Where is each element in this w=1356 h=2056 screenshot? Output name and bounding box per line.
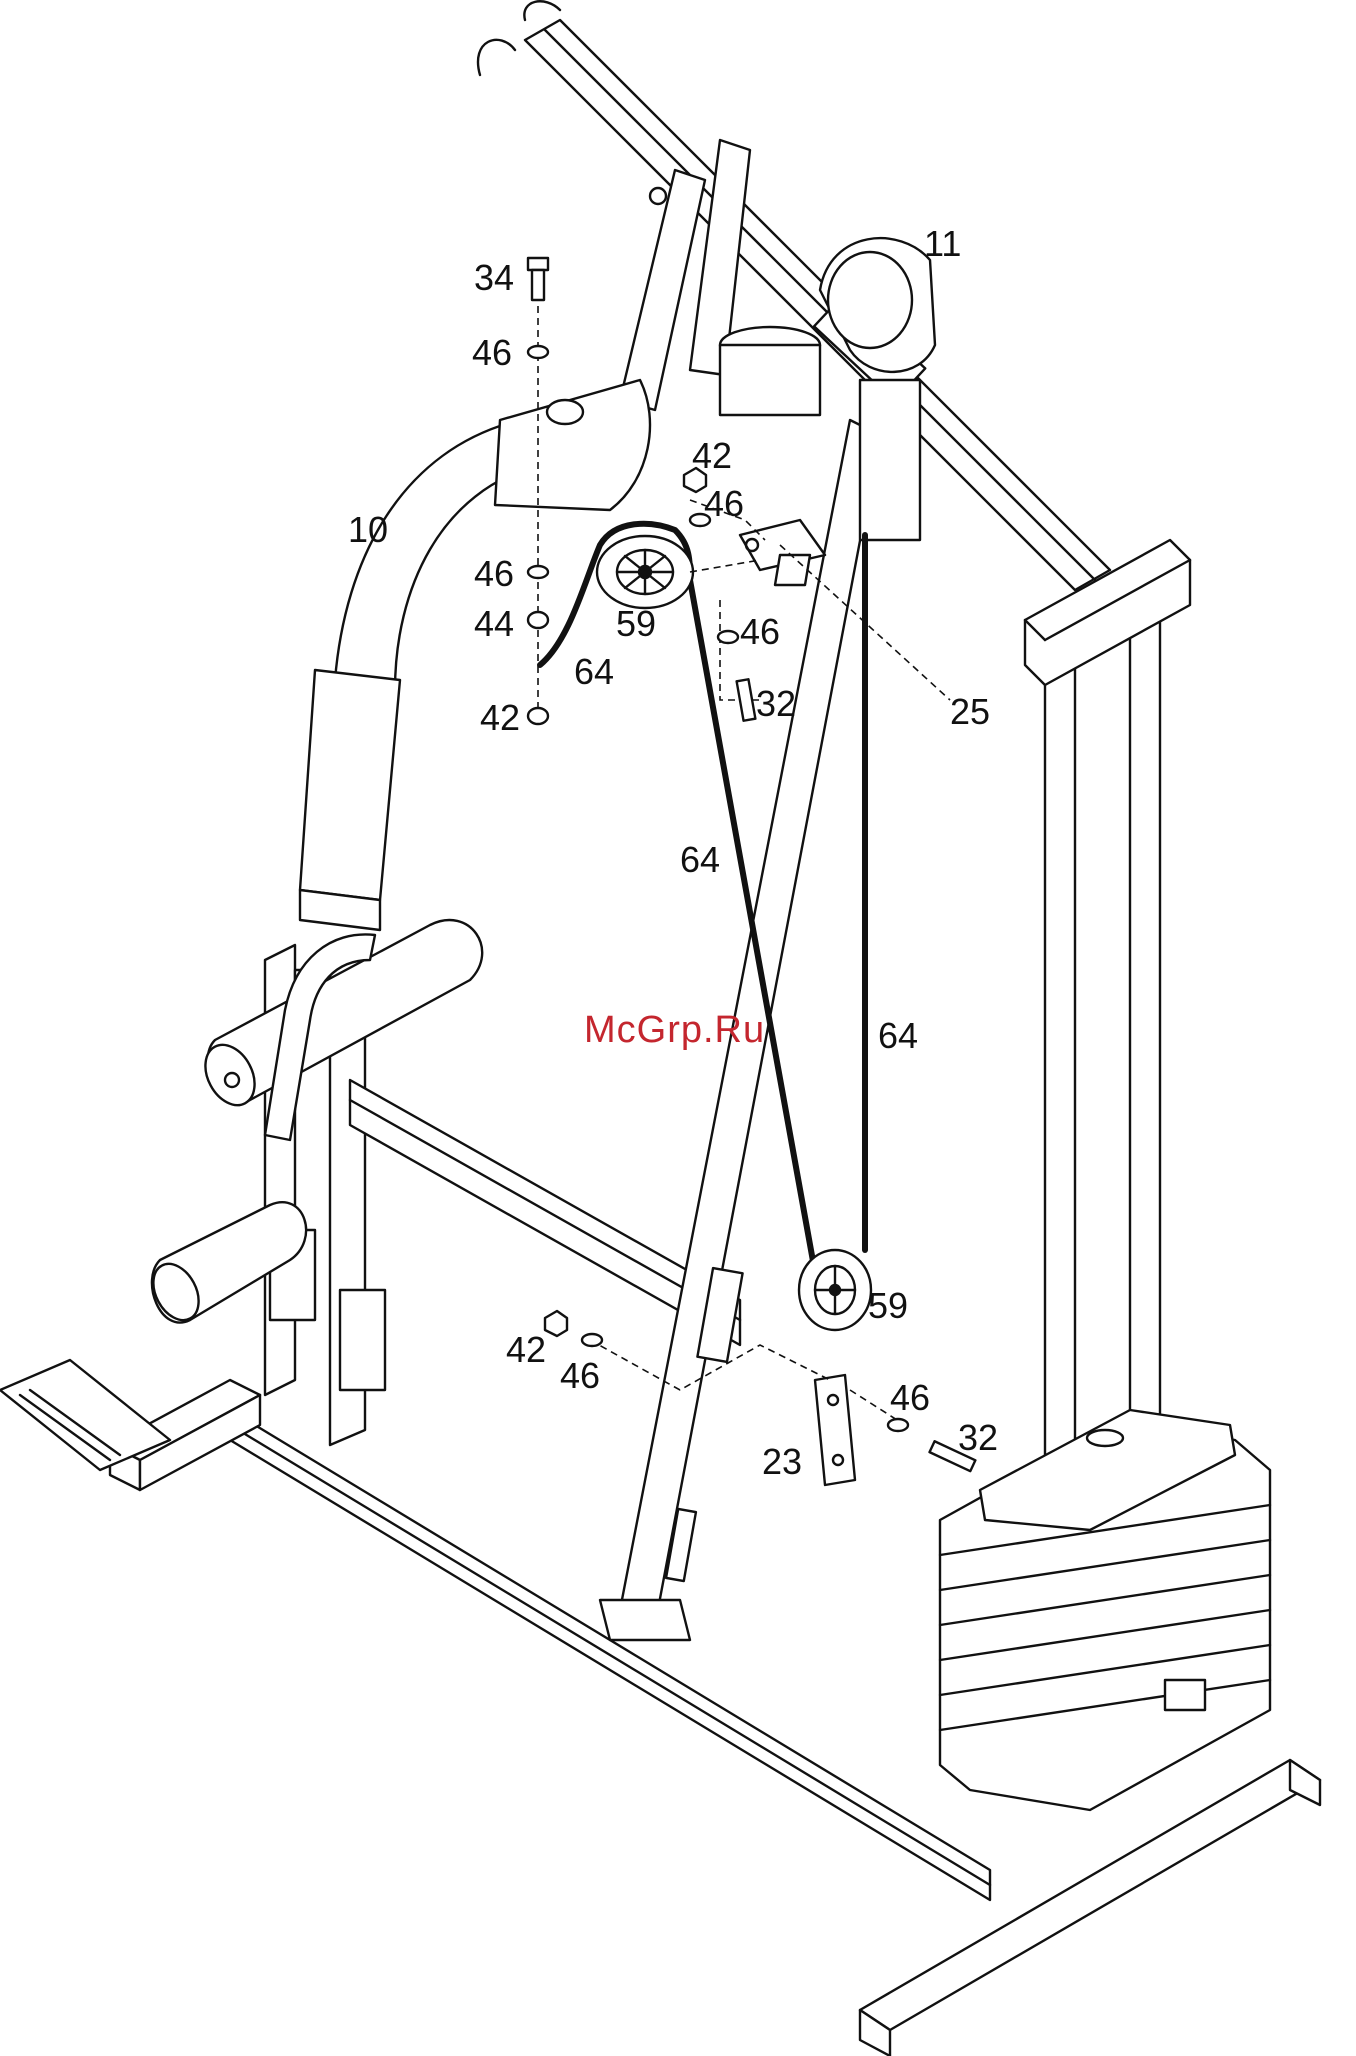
washer-46-mid: [528, 566, 548, 578]
pulley-bracket: [740, 520, 825, 585]
callout-59-bottom: 59: [868, 1285, 908, 1326]
callout-46-mid: 46: [474, 553, 514, 594]
callout-11: 11: [924, 223, 961, 264]
callout-46-bracket: 46: [704, 483, 744, 524]
callout-25: 25: [950, 691, 990, 732]
pulley-top: [597, 536, 693, 608]
pulley-bottom: [799, 1250, 871, 1330]
bolt-34: [528, 258, 548, 300]
bolt-32-top: [737, 679, 756, 720]
weight-stack: [940, 1410, 1270, 1810]
callout-46-bottom-left: 46: [560, 1355, 600, 1396]
callout-23: 23: [762, 1441, 802, 1482]
callout-46-right: 46: [740, 611, 780, 652]
callout-42-bottom: 42: [506, 1329, 546, 1370]
callout-64-mid: 64: [680, 839, 720, 880]
upper-pulley-housing: [720, 238, 935, 540]
spacer-44: [528, 612, 548, 628]
callout-10: 10: [348, 509, 388, 550]
callout-44: 44: [474, 603, 514, 644]
base-rail: [230, 1410, 990, 1900]
guide-rods: [1025, 540, 1190, 1460]
callout-32-bottom: 32: [958, 1417, 998, 1458]
washer-46-bottom-left: [582, 1334, 602, 1346]
callout-42-top: 42: [692, 435, 732, 476]
callout-42-left: 42: [480, 697, 520, 738]
nut-42-bottom: [545, 1311, 567, 1336]
washer-46-right: [718, 631, 738, 643]
washer-46-bottom-right: [888, 1419, 908, 1431]
callout-32-top: 32: [756, 683, 796, 724]
callout-64-short: 64: [574, 651, 614, 692]
bracket-23: [815, 1375, 855, 1485]
callout-59-top: 59: [616, 603, 656, 644]
nut-42-left: [528, 708, 548, 724]
callout-34: 34: [474, 257, 514, 298]
washer-46-top: [528, 346, 548, 358]
callout-46-top: 46: [472, 332, 512, 373]
watermark: McGrp.Ru: [584, 1009, 765, 1051]
callout-46-bottom-right: 46: [890, 1377, 930, 1418]
callout-64-right: 64: [878, 1015, 918, 1056]
